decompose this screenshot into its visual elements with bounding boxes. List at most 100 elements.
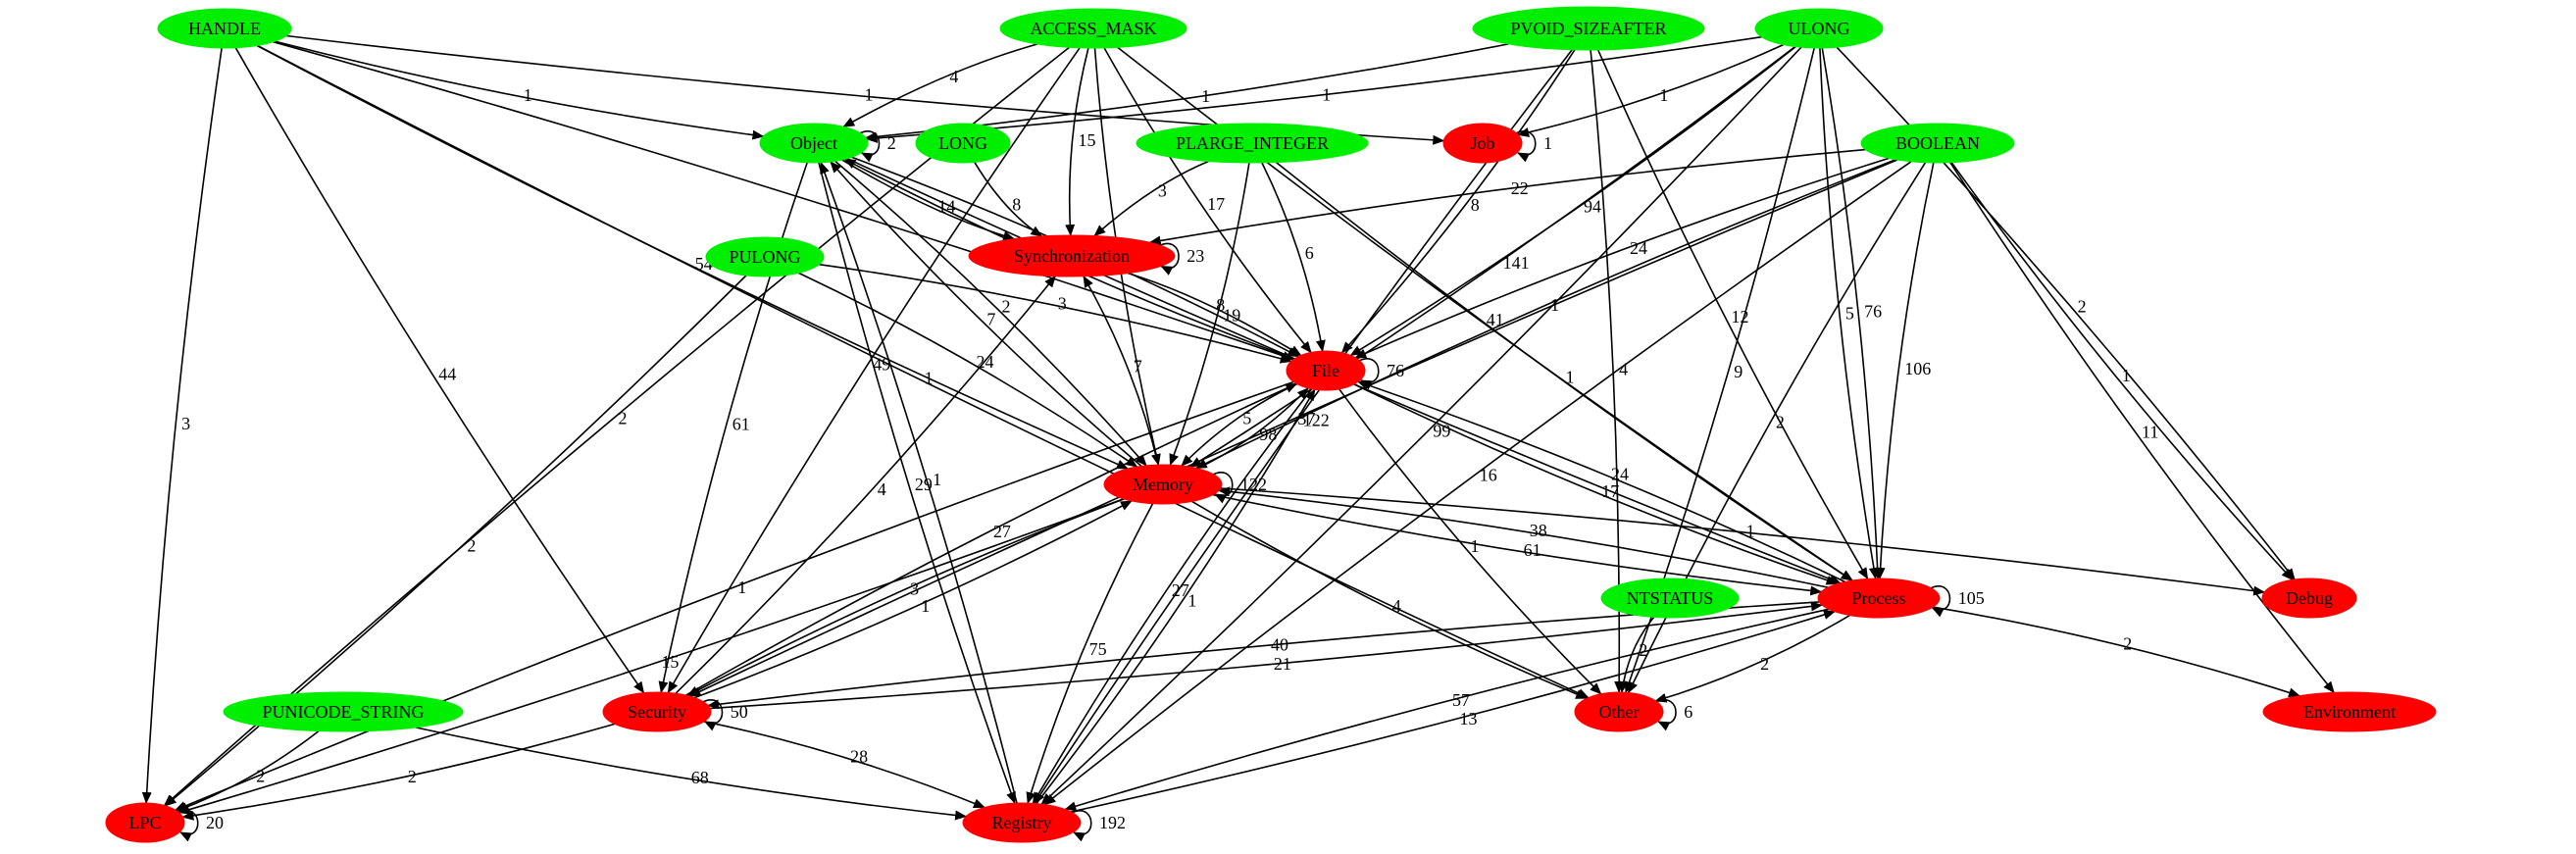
edge-label: 2 (887, 133, 896, 153)
edge-process-to-memory: 38 (1218, 486, 1829, 588)
edge-label: 68 (691, 768, 709, 787)
edge-line (819, 263, 1292, 364)
edge-label: 5 (1242, 408, 1251, 427)
node-access-mask: ACCESS_MASK (999, 8, 1187, 49)
edge-boolean-to-synchronization: 22 (1148, 148, 1866, 246)
edge-label: 2 (1776, 413, 1785, 432)
node-shape (223, 691, 464, 732)
edge-line (275, 40, 765, 140)
edge-label: 6 (1305, 243, 1314, 263)
edge-punicode-string-to-lpc: 2 (176, 729, 320, 812)
node-synchronization: Synchronization (968, 234, 1176, 277)
node-label: File (1312, 361, 1339, 380)
node-shape (1286, 350, 1366, 391)
edge-line (694, 500, 1133, 699)
edge-label: 4 (1392, 596, 1401, 616)
node-shape (759, 123, 869, 164)
edge-line (820, 161, 1018, 804)
edge-line (1064, 608, 1829, 812)
edge-label: 27 (1172, 580, 1189, 600)
edge-label: 3 (910, 578, 919, 598)
edge-line (1517, 43, 1784, 137)
node-other: Other (1574, 691, 1664, 732)
edge-memory-to-synchronization: 7 (1083, 276, 1159, 466)
edge-plarge-integer-to-file: 6 (1261, 162, 1326, 353)
edge-label: 16 (1480, 465, 1497, 484)
edge-line (177, 810, 199, 842)
edge-object-to-security: 61 (658, 162, 808, 694)
edge-punicode-string-to-registry: 68 (415, 727, 968, 821)
edge-line (1949, 162, 2335, 694)
node-shape (1600, 578, 1740, 619)
edge-line (1654, 614, 1850, 703)
node-shape (105, 802, 185, 843)
edge-label: 1 (933, 470, 941, 489)
edge-access-mask-to-synchronization: 15 (1065, 47, 1096, 236)
node-long: LONG (915, 123, 1011, 164)
node-memory: Memory (1103, 464, 1223, 505)
node-label: Security (628, 702, 686, 722)
edge-boolean-to-environment: 11 (1949, 162, 2335, 694)
node-shape (962, 802, 1082, 843)
edge-line (1218, 486, 1829, 588)
edge-line (1618, 616, 1655, 693)
edge-label: 4 (878, 479, 886, 499)
node-punicode-string: PUNICODE_STRING (223, 691, 464, 732)
edge-other-to-other: 6 (1655, 699, 1692, 731)
node-shape (2261, 578, 2357, 619)
edge-line (1128, 272, 1302, 357)
node-process: Process (1817, 578, 1941, 619)
node-label: ULONG (1789, 19, 1850, 38)
edge-line (1040, 46, 1802, 805)
edge-line (1596, 49, 1869, 580)
edge-line (1083, 276, 1159, 466)
edge-line (1655, 699, 1677, 731)
edge-security-to-lpc: 2 (181, 723, 616, 821)
edges-layer: 1154441341517144149218412122119414176299… (141, 34, 2335, 842)
edge-line (1261, 162, 1326, 353)
edge-line (841, 159, 1016, 241)
edge-line (141, 47, 223, 804)
edge-label: 61 (732, 415, 750, 434)
node-boolean: BOOLEAN (1860, 123, 2015, 164)
edge-ntstatus-to-other: 2 (1618, 616, 1655, 693)
edge-label: 8 (1012, 195, 1021, 215)
node-environment: Environment (2262, 691, 2437, 732)
edge-line (1353, 383, 1839, 585)
edge-label: 1 (865, 85, 874, 105)
node-ulong: ULONG (1754, 8, 1884, 49)
edge-label: 1 (2122, 366, 2131, 385)
edge-line (818, 162, 1016, 805)
edge-line (1932, 606, 2301, 698)
edge-label: 12 (1732, 307, 1749, 327)
edge-label: 1 (1187, 591, 1196, 611)
node-label: PUNICODE_STRING (262, 702, 424, 722)
edge-synchronization-to-file: 8 (1128, 272, 1302, 357)
edge-line (685, 382, 1298, 696)
edge-line (686, 498, 1125, 697)
edge-label: 8 (1216, 295, 1225, 315)
edge-registry-to-object: 1 (820, 161, 1018, 804)
edge-pvoid-sizeafter-to-file: 8 (1340, 49, 1576, 354)
edge-line (176, 729, 320, 812)
edge-line (798, 272, 1138, 468)
edge-label: 49 (873, 355, 890, 375)
edge-line (177, 498, 1125, 815)
node-label: ACCESS_MASK (1030, 19, 1156, 38)
edge-line (1032, 388, 1313, 805)
edge-object-to-memory: 2 (834, 160, 1147, 467)
node-shape (968, 234, 1176, 277)
edge-memory-to-registry: 75 (1026, 503, 1154, 805)
edge-label: 24 (1611, 464, 1629, 483)
edge-line (234, 47, 645, 694)
edge-line (1189, 45, 1796, 468)
node-label: Registry (992, 813, 1052, 832)
edge-label: 1 (737, 578, 746, 597)
edge-memory-to-security: 3 (686, 498, 1125, 697)
node-label: Synchronization (1014, 246, 1130, 266)
edge-label: 1 (1543, 133, 1552, 153)
edge-label: 76 (1387, 361, 1404, 380)
edge-label: 5 (1845, 303, 1854, 323)
edge-label: 7 (1134, 356, 1142, 376)
edge-label: 1 (1322, 85, 1331, 105)
